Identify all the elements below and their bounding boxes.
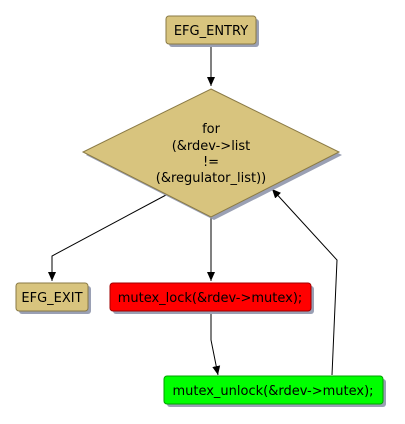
edge-unlock-to-loop	[271, 188, 338, 376]
node-lock: mutex_lock(&rdev->mutex);	[109, 282, 314, 314]
node-exit: EFG_EXIT	[15, 282, 91, 314]
node-entry-box	[165, 15, 257, 45]
edges	[48, 46, 338, 376]
edge-lock-to-unlock	[210, 312, 221, 376]
node-lock-label: mutex_lock(&rdev->mutex);	[118, 291, 303, 306]
node-entry: EFG_ENTRY	[165, 15, 259, 47]
node-loop-line-4: (&regulator_list))	[156, 171, 266, 186]
node-unlock-box	[163, 375, 384, 405]
node-loop-line-1: for	[202, 122, 221, 137]
node-unlock-label: mutex_unlock(&rdev->mutex);	[172, 384, 373, 399]
node-unlock: mutex_unlock(&rdev->mutex);	[163, 375, 386, 407]
node-lock-box	[109, 282, 312, 312]
node-loop-line-2: (&rdev->list	[172, 139, 251, 154]
node-entry-label: EFG_ENTRY	[174, 24, 248, 39]
node-loop-line-3: !=	[203, 155, 219, 170]
node-loop: for (&rdev->list != (&regulator_list))	[81, 88, 342, 220]
edge-loop-to-exit	[48, 194, 167, 281]
node-loop-diamond	[81, 88, 341, 218]
node-exit-box	[15, 282, 89, 312]
node-exit-label: EFG_EXIT	[21, 291, 82, 306]
